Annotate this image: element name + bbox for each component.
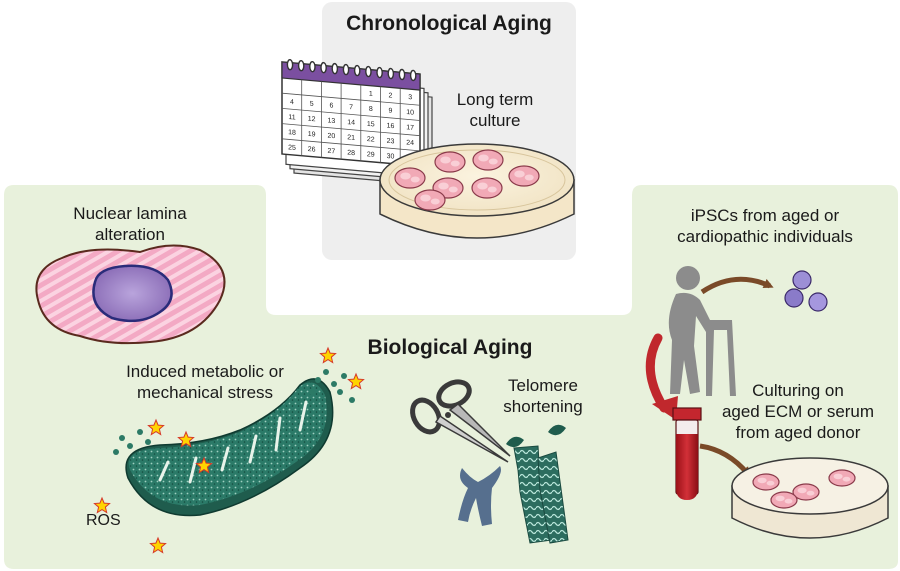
blood-tube-icon (672, 407, 702, 500)
calendar-day-number: 14 (347, 119, 355, 127)
calendar-day-number: 13 (328, 117, 336, 125)
ros-star-icon (177, 430, 195, 448)
calendar-day-number: 19 (308, 131, 316, 139)
calendar-day-number: 6 (329, 102, 333, 109)
calendar-day-number: 16 (387, 123, 395, 131)
long-term-culture-label: Long term culture (456, 90, 534, 130)
nuclear-lamina-label: Nuclear lamina alteration (73, 204, 187, 244)
mitochondrion-icon (125, 378, 334, 517)
calendar-day-number: 17 (406, 124, 414, 132)
ros-star-icon (319, 346, 337, 364)
cell-colony (752, 473, 780, 491)
calendar-day-number: 28 (347, 150, 355, 158)
calendar-day-number: 2 (389, 92, 393, 99)
calendar-day-number: 12 (308, 116, 316, 124)
calendar-day-number: 30 (387, 153, 395, 161)
culturing-label: Culturing on aged ECM or serum from aged… (721, 381, 875, 442)
petri-dish-long-term (379, 143, 575, 239)
chronological-aging-title: Chronological Aging (346, 12, 552, 35)
calendar-day-number: 1 (369, 91, 373, 98)
nuclear-lamina-cell (35, 244, 226, 345)
chromosome-long-icon (506, 424, 569, 544)
ros-star-icon (93, 496, 111, 514)
ros-star-icon (147, 418, 165, 436)
telomere-label: Telomere shortening (503, 376, 583, 416)
calendar-day-number: 24 (406, 139, 414, 147)
ros-star-icon (347, 372, 365, 390)
calendar-day-number: 4 (290, 99, 294, 106)
calendar-day-number: 26 (308, 146, 316, 154)
calendar-day-number: 10 (406, 109, 414, 117)
cell-colony (472, 149, 504, 171)
cell-colony (508, 165, 540, 187)
calendar-day-number: 23 (387, 138, 395, 146)
calendar-day-number: 27 (328, 148, 336, 156)
scissors-icon (410, 379, 511, 463)
ros-star-icon (195, 456, 213, 474)
calendar-day-number: 18 (288, 129, 296, 137)
calendar-day-number: 7 (349, 104, 353, 111)
cell-colony (471, 177, 503, 199)
nucleus-icon (92, 264, 173, 323)
calendar-day-number: 25 (288, 144, 296, 152)
calendar-day-number: 5 (310, 101, 314, 108)
calendar-day-number: 22 (367, 136, 375, 144)
calendar-day-number: 20 (328, 133, 336, 141)
calendar-day-number: 9 (389, 108, 393, 115)
calendar-day-number: 15 (367, 121, 375, 129)
arrow-red-head (652, 396, 678, 420)
arrow-person-to-blood (645, 333, 669, 413)
calendar-day-number: 3 (408, 94, 412, 101)
calendar-day-number: 8 (369, 106, 373, 113)
elderly-person-icon (668, 266, 736, 396)
cell-colony (770, 491, 798, 509)
biological-aging-title: Biological Aging (367, 336, 533, 359)
calendar-day-number: 29 (367, 151, 375, 159)
ros-label: ROS (86, 512, 121, 529)
calendar-day-number: 21 (347, 134, 355, 142)
ros-star-icon (149, 536, 167, 554)
cell-colony (792, 483, 820, 501)
arrow-person-to-ipsc (700, 276, 774, 295)
ipscs-label: iPSCs from aged or cardiopathic individu… (677, 206, 853, 246)
cell-colony (434, 151, 466, 173)
metabolic-stress-label: Induced metabolic or mechanical stress (126, 362, 284, 402)
calendar-day-number: 11 (288, 114, 295, 122)
petri-dish-aged-ecm (731, 457, 889, 539)
cell-colony (394, 167, 426, 189)
ipsc-cells (784, 270, 828, 312)
cell-colony (414, 189, 446, 211)
chromosome-short-icon (458, 466, 501, 526)
cell-colony (828, 469, 856, 487)
